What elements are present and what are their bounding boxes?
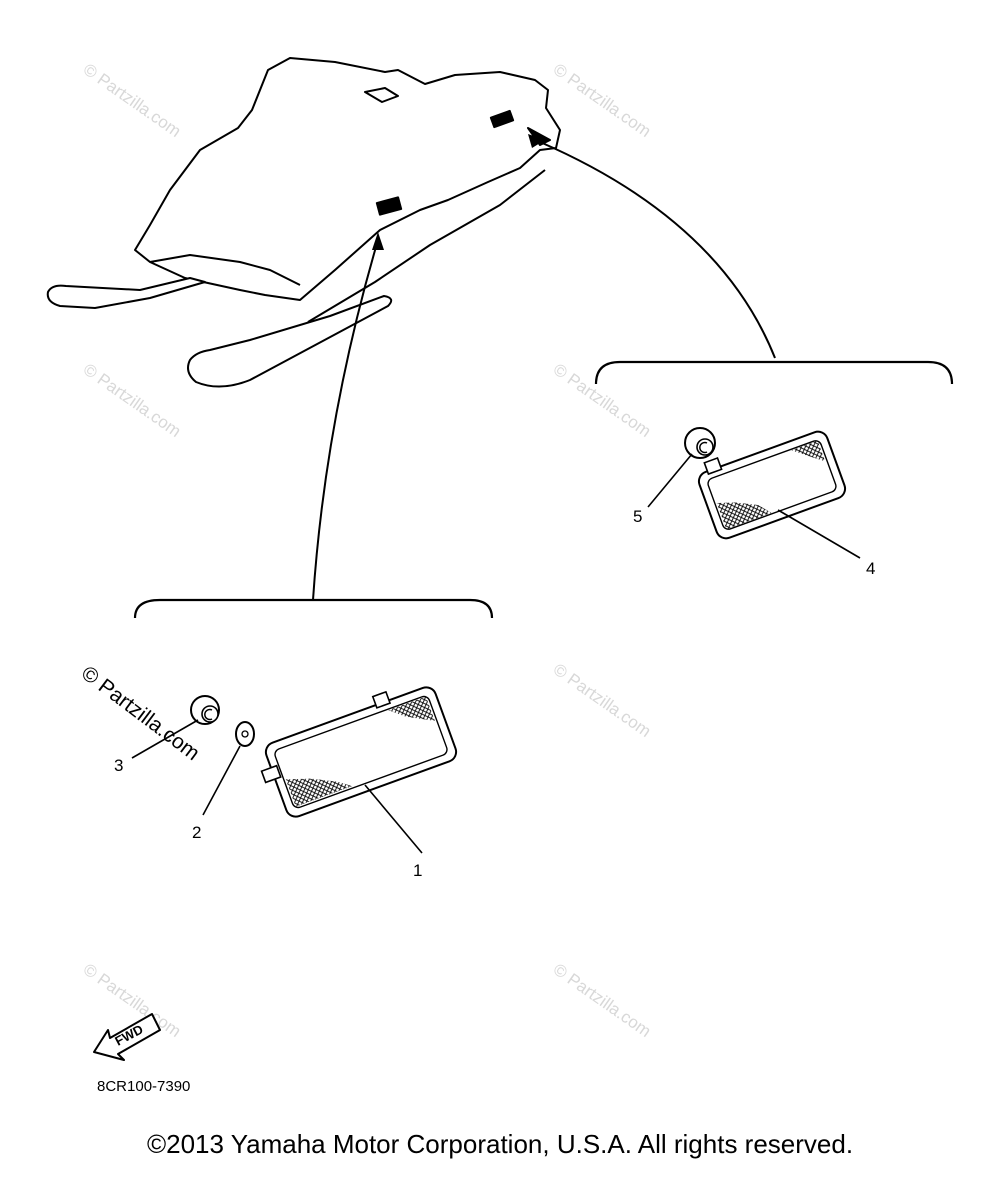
watermark-1: © Partzilla.com: [80, 60, 185, 141]
nut-rear: [684, 427, 716, 459]
snowmobile-illustration: [46, 57, 561, 388]
watermark-2: © Partzilla.com: [550, 60, 655, 141]
copyright-notice: ©2013 Yamaha Motor Corporation, U.S.A. A…: [146, 1129, 854, 1159]
watermark-4: © Partzilla.com: [550, 360, 655, 441]
brackets: [133, 360, 954, 619]
diagram-code: 8CR100-7390: [97, 1078, 190, 1095]
nut-front: [190, 695, 220, 725]
callout-2: 2: [192, 823, 201, 842]
callout-lines: [131, 453, 861, 854]
watermark-5: © Partzilla.com: [550, 660, 655, 741]
arrow-head-front: [372, 232, 384, 250]
watermark-3: © Partzilla.com: [80, 360, 185, 441]
reflector-rear: [697, 430, 847, 540]
leader-lines: [312, 141, 776, 601]
arrow-head-rear: [528, 134, 545, 148]
callout-1: 1: [413, 861, 422, 880]
callout-3: 3: [114, 756, 123, 775]
watermark-7: © Partzilla.com: [550, 960, 655, 1041]
watermark-strong: © Partzilla.com: [77, 662, 204, 766]
leader-rear-reflector: [539, 141, 776, 359]
callout-5: 5: [633, 507, 642, 526]
leader-front-reflector: [312, 239, 379, 601]
callout-4: 4: [866, 559, 875, 578]
fwd-arrow-icon: FWD: [93, 1013, 161, 1061]
washer: [235, 721, 255, 747]
bracket-rear: [594, 360, 954, 385]
bracket-front: [133, 598, 494, 619]
reflector-front: [260, 686, 458, 818]
